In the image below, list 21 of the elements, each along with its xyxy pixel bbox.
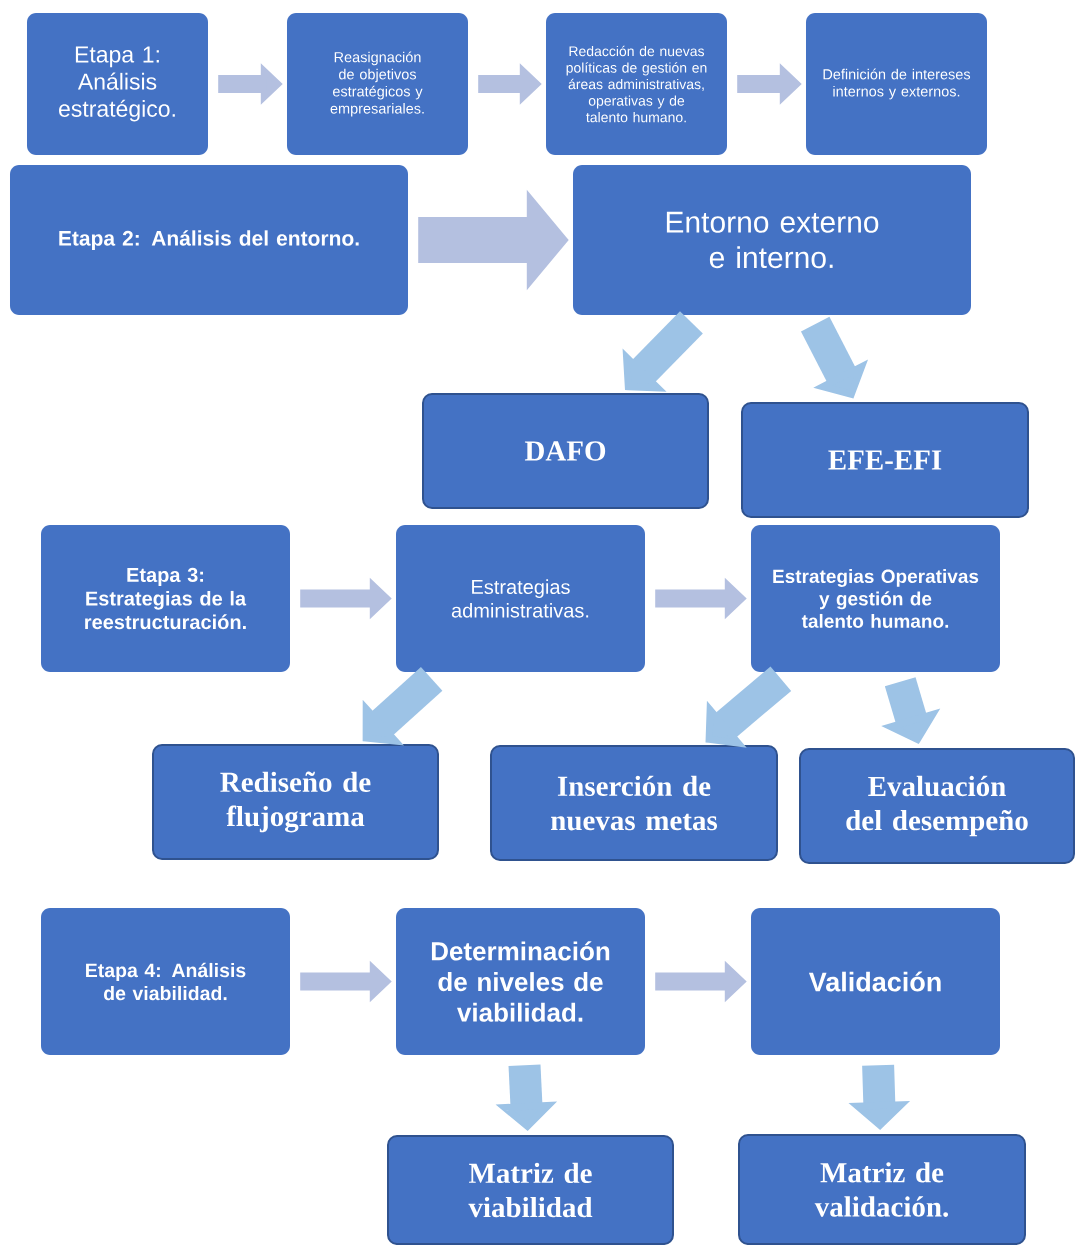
process-box: Etapa 3: Estrategias de la reestructuración.: [41, 525, 290, 672]
process-box: EFE-EFI: [741, 402, 1029, 518]
process-box: Entorno externo e interno.: [573, 165, 971, 315]
process-box: Estrategias Operativas y gestión de talento humano.: [751, 525, 1000, 672]
block-arrow: [362, 667, 443, 746]
process-box: Rediseño de flujograma: [152, 744, 439, 860]
process-box: Determinación de niveles de viabilidad.: [396, 908, 645, 1055]
process-box: Redacción de nuevas políticas de gestión en áreas administrativas, operativas y de talento humano.: [546, 13, 727, 155]
process-box: Matriz de validación.: [738, 1134, 1026, 1245]
process-box: Matriz de viabilidad: [387, 1135, 674, 1245]
process-box: Evaluación del desempeño: [799, 748, 1075, 864]
process-box: DAFO: [422, 393, 709, 509]
process-box: Reasignación de objetivos estratégicos y empresariales.: [287, 13, 468, 155]
process-box: Definición de intereses internos y externos.: [806, 13, 987, 155]
process-box: Etapa 2: Análisis del entorno.: [10, 165, 408, 315]
process-box: Inserción de nuevas metas: [490, 745, 778, 861]
process-box: Estrategias administrativas.: [396, 525, 645, 672]
process-box: Etapa 1: Análisis estratégico.: [27, 13, 208, 155]
process-box: Etapa 4: Análisis de viabilidad.: [41, 908, 290, 1055]
process-box: Validación: [751, 908, 1000, 1055]
block-arrow: [705, 666, 792, 748]
